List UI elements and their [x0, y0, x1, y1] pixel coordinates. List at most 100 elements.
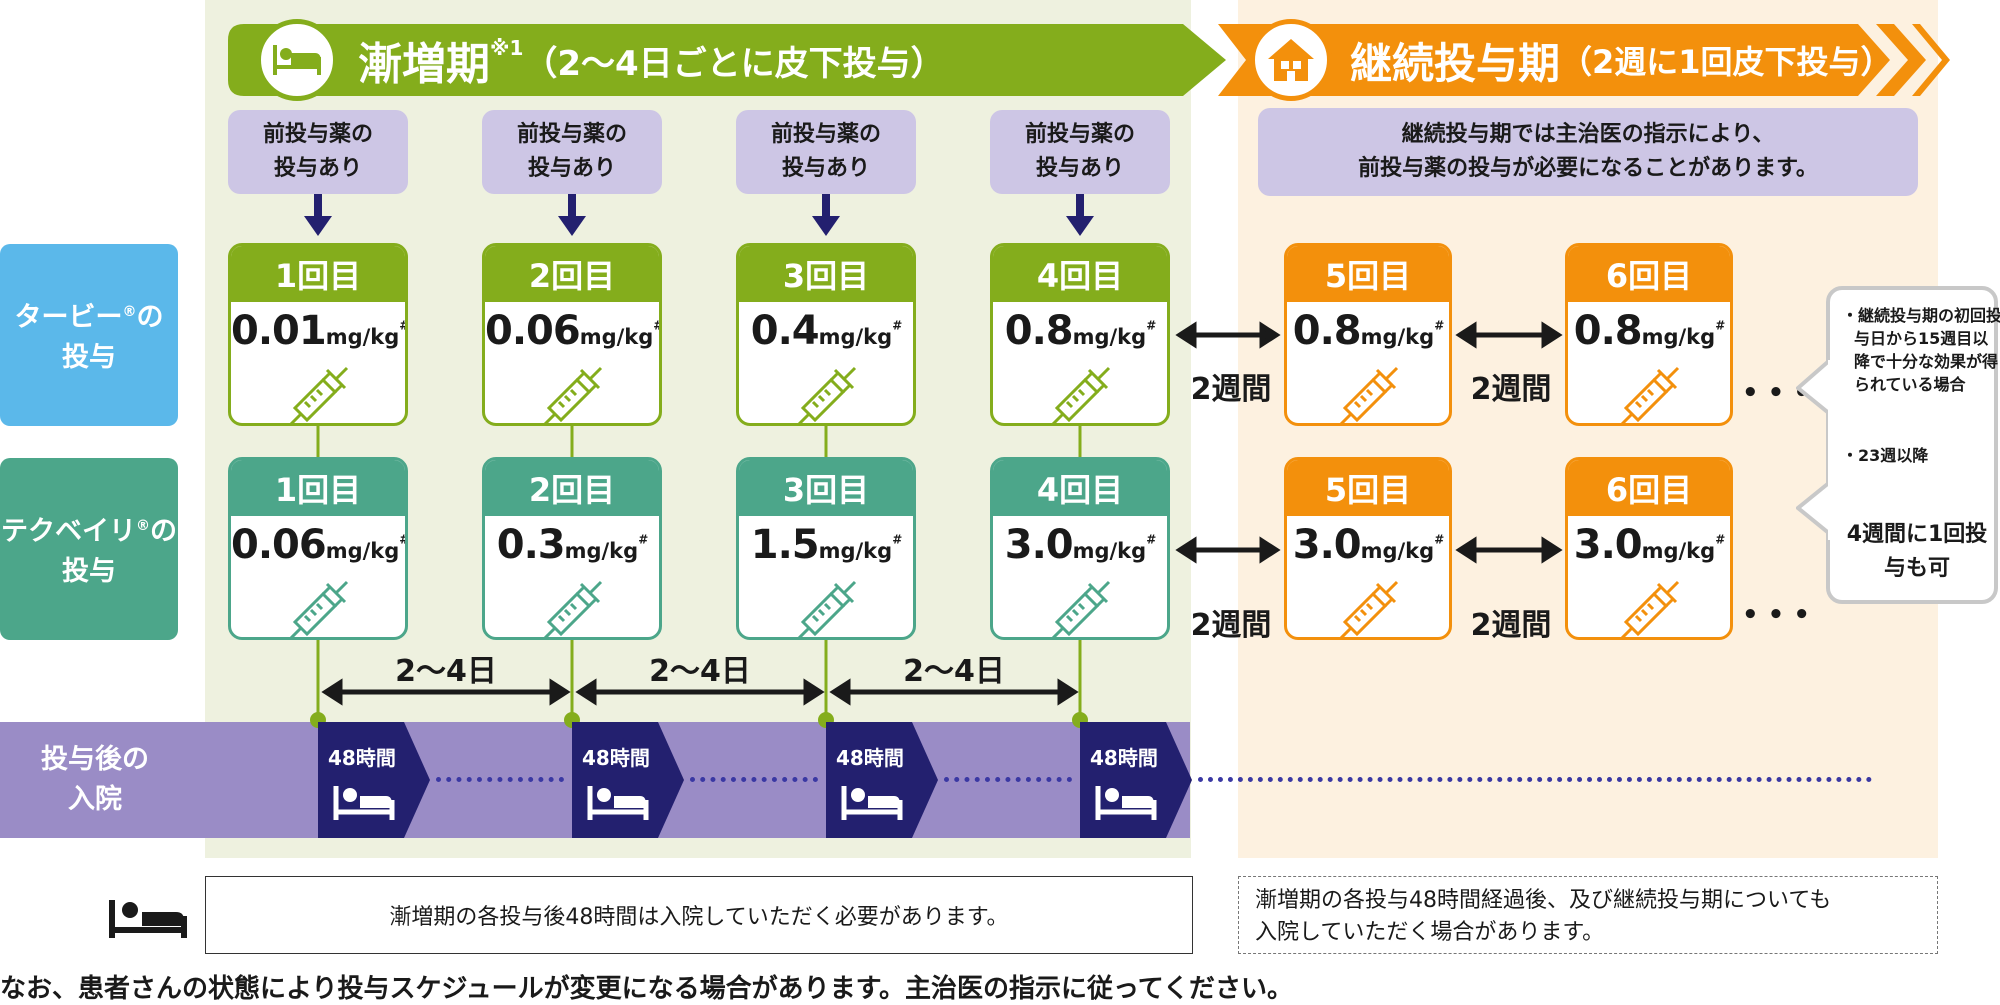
dose-number: 4回目	[993, 460, 1167, 516]
interval-2weeks: 2週間	[1470, 608, 1552, 643]
hospital-48h-badge-1: 48時間	[318, 722, 430, 838]
dose-value: 0.01mg/kg#	[231, 308, 408, 354]
house-icon	[1250, 19, 1332, 101]
syringe-icon	[993, 362, 1167, 423]
syringe-icon	[1287, 362, 1449, 423]
tecvayli-row-label: テクベイリ®の投与	[0, 458, 178, 640]
talvey-dose-card-5: 5回目 0.8mg/kg#	[1284, 243, 1452, 426]
dose-number: 5回目	[1287, 460, 1449, 516]
talvey-dose-card-6: 6回目 0.8mg/kg#	[1565, 243, 1733, 426]
dose-value: 3.0mg/kg#	[1292, 522, 1445, 568]
interval-2weeks: 2週間	[1190, 608, 1272, 643]
hospitalization-row-label: 投与後の入院	[0, 722, 190, 838]
syringe-icon	[739, 362, 913, 423]
tecvayli-dose-card-6: 6回目 3.0mg/kg#	[1565, 457, 1733, 640]
titration-phase-banner: 漸増期 ※1 （2〜4日ごとに皮下投与）	[228, 19, 1226, 101]
dose-number: 6回目	[1568, 246, 1730, 302]
premed-box-1: 前投与薬の投与あり	[228, 110, 408, 194]
continuation-ellipsis: • • •	[1742, 600, 1810, 630]
tecvayli-dose-card-5: 5回目 3.0mg/kg#	[1284, 457, 1452, 640]
hospital-possible-note: 漸増期の各投与48時間経過後、及び継続投与期についても入院していただく場合があり…	[1238, 876, 1938, 954]
dose-value: 0.4mg/kg#	[750, 308, 903, 354]
syringe-icon	[739, 576, 913, 637]
hospital-48h-badge-3: 48時間	[826, 722, 938, 838]
dose-value: 0.06mg/kg#	[485, 308, 662, 354]
callout-bullet: ・23週以降	[1842, 446, 1929, 465]
talvey-dose-card-1: 1回目 0.01mg/kg#	[228, 243, 408, 426]
maintenance-phase-banner: 継続投与期 （2週に1回皮下投与）	[1218, 19, 1950, 101]
bed-icon	[333, 786, 395, 820]
syringe-icon	[231, 362, 405, 423]
dose-number: 3回目	[739, 246, 913, 302]
banner-arrow-shape	[1218, 24, 1950, 96]
tecvayli-dose-card-4: 4回目 3.0mg/kg#	[990, 457, 1170, 640]
interval-2to4days: 2〜4日	[649, 654, 751, 689]
footer-note: なお、患者さんの状態により投与スケジュールが変更になる場合があります。主治医の指…	[0, 974, 1293, 1004]
titration-phase-note-mark: ※1	[490, 36, 524, 60]
dose-value: 0.8mg/kg#	[1292, 308, 1445, 354]
dose-number: 2回目	[485, 460, 659, 516]
dose-value: 1.5mg/kg#	[750, 522, 903, 568]
hospital-48h-label: 48時間	[836, 746, 904, 770]
hospital-dotted-line	[944, 777, 1072, 782]
dose-number: 4回目	[993, 246, 1167, 302]
syringe-icon	[993, 576, 1167, 637]
syringe-icon	[1568, 362, 1730, 423]
premed-down-arrows	[304, 194, 1094, 236]
syringe-icon	[1287, 576, 1449, 637]
interval-2to4days: 2〜4日	[395, 654, 497, 689]
premed-continuous-box: 継続投与期では主治医の指示により、前投与薬の投与が必要になることがあります。	[1258, 108, 1918, 196]
premed-box-4: 前投与薬の投与あり	[990, 110, 1170, 194]
dose-number: 5回目	[1287, 246, 1449, 302]
bed-icon	[587, 786, 649, 820]
dose-number: 1回目	[231, 246, 405, 302]
hospital-requirement-note: 漸増期の各投与後48時間は入院していただく必要があります。	[205, 876, 1193, 954]
maintenance-phase-title: 継続投与期	[1350, 38, 1561, 88]
hospital-48h-badge-4: 48時間	[1080, 722, 1192, 838]
tecvayli-dose-card-1: 1回目 0.06mg/kg#	[228, 457, 408, 640]
titration-phase-title: 漸増期	[358, 39, 490, 90]
hospital-48h-badge-2: 48時間	[572, 722, 684, 838]
bed-icon	[109, 900, 187, 938]
premed-box-3: 前投与薬の投与あり	[736, 110, 916, 194]
hospital-48h-label: 48時間	[328, 746, 396, 770]
syringe-icon	[1568, 576, 1730, 637]
talvey-dose-card-2: 2回目 0.06mg/kg#	[482, 243, 662, 426]
hospital-48h-label: 48時間	[582, 746, 650, 770]
talvey-row-label: タービー®の投与	[0, 244, 178, 426]
talvey-dose-card-3: 3回目 0.4mg/kg#	[736, 243, 916, 426]
syringe-icon	[231, 576, 405, 637]
interval-2weeks: 2週間	[1190, 372, 1272, 407]
bed-icon	[841, 786, 903, 820]
dosing-interval-callout: ・継続投与期の初回投与日から15週目以降で十分な効果が得られている場合 ・23週…	[1826, 286, 2000, 604]
talvey-dose-card-4: 4回目 0.8mg/kg#	[990, 243, 1170, 426]
hospital-dotted-line	[436, 777, 564, 782]
banner-arrow-shape	[228, 24, 1226, 96]
bed-icon	[256, 19, 338, 101]
premed-box-2: 前投与薬の投与あり	[482, 110, 662, 194]
titration-phase-subtitle: （2〜4日ごとに皮下投与）	[523, 43, 945, 84]
dose-value: 0.8mg/kg#	[1573, 308, 1726, 354]
hospital-48h-label: 48時間	[1090, 746, 1158, 770]
hospital-dotted-line	[690, 777, 818, 782]
interval-2weeks: 2週間	[1470, 372, 1552, 407]
dose-value: 3.0mg/kg#	[1004, 522, 1157, 568]
dose-number: 3回目	[739, 460, 913, 516]
maintenance-phase-subtitle: （2週に1回皮下投与）	[1560, 43, 1893, 81]
syringe-icon	[485, 576, 659, 637]
dose-value: 0.8mg/kg#	[1004, 308, 1157, 354]
callout-pointer	[1796, 360, 1832, 540]
continuation-ellipsis: • • •	[1742, 378, 1810, 408]
interval-2to4days: 2〜4日	[903, 654, 1005, 689]
dose-value: 0.3mg/kg#	[496, 522, 649, 568]
dose-number: 1回目	[231, 460, 405, 516]
tecvayli-dose-card-3: 3回目 1.5mg/kg#	[736, 457, 916, 640]
syringe-icon	[485, 362, 659, 423]
dose-value: 0.06mg/kg#	[231, 522, 408, 568]
hospital-dotted-line	[1198, 777, 1872, 782]
dose-number: 6回目	[1568, 460, 1730, 516]
callout-bullet: ・継続投与期の初回投与日から15週目以降で十分な効果が得られている場合	[1842, 306, 2000, 394]
dose-number: 2回目	[485, 246, 659, 302]
dose-value: 3.0mg/kg#	[1573, 522, 1726, 568]
